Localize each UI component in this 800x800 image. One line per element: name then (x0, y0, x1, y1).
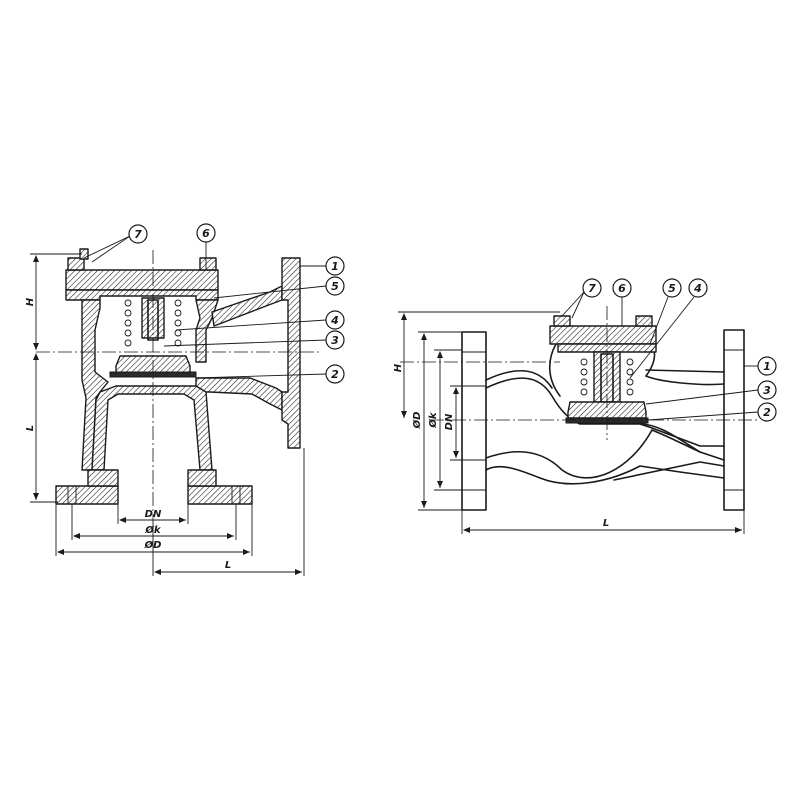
inline-k-label: Øk (427, 411, 439, 429)
inline-body-top-curve (485, 370, 553, 389)
angle-leader-7b (91, 235, 131, 263)
inline-leader-7 (561, 291, 585, 317)
inline-flange-left (461, 331, 487, 511)
angle-leader-3 (163, 339, 327, 347)
inline-bolt-left (553, 315, 571, 327)
inline-callout-2-text: 2 (763, 406, 771, 419)
inline-callout-4 (688, 278, 708, 298)
angle-inlet-body (91, 385, 213, 471)
inline-neck-left (548, 343, 561, 397)
angle-callout-7-text: 7 (134, 228, 142, 241)
angle-bolt-left (67, 257, 85, 271)
angle-outlet-bottom-wall (195, 377, 283, 411)
angle-flange-neck-left (87, 469, 119, 487)
angle-callout-1 (325, 256, 345, 276)
inline-callout-5-text: 5 (668, 282, 676, 295)
angle-bottom-flange-left (55, 485, 119, 505)
angle-bottom-flange-right (187, 485, 253, 505)
inline-callout-3-text: 3 (763, 384, 771, 397)
inline-body-outlet-top (645, 375, 725, 386)
inline-callout-1 (757, 356, 777, 376)
angle-d-label: ØD (144, 539, 162, 551)
inline-leader-2 (647, 411, 759, 421)
angle-leader-2 (195, 373, 327, 379)
inline-body-lower-curve (485, 429, 701, 479)
angle-callout-5 (325, 276, 345, 296)
angle-callout-4-text: 4 (330, 314, 339, 327)
angle-callout-7 (128, 224, 148, 244)
inline-l-label: L (603, 518, 609, 529)
inline-dn-label: DN (444, 413, 455, 430)
angle-side-flange (281, 257, 301, 449)
inline-bolt-right (635, 315, 653, 327)
angle-leader-5 (213, 285, 327, 299)
angle-body-right-wall (195, 299, 219, 363)
angle-l-horiz-label: L (225, 560, 231, 571)
inline-leader-4 (629, 296, 695, 379)
inline-spring (580, 358, 634, 396)
angle-valve-view: H L DN Øk ØD L 7 6 1 (25, 223, 345, 576)
inline-callout-7-text: 7 (588, 282, 596, 295)
angle-body-top-flange (65, 289, 219, 301)
angle-callout-4 (325, 310, 345, 330)
inline-callout-7 (582, 278, 602, 298)
angle-callout-6-text: 6 (202, 227, 210, 240)
angle-bolt-right (199, 257, 217, 271)
angle-leader-7 (83, 235, 131, 259)
angle-callout-6 (196, 223, 216, 243)
angle-callout-5-text: 5 (331, 280, 339, 293)
inline-callout-6-text: 6 (618, 282, 626, 295)
inline-body-outlet-top2 (645, 369, 725, 373)
angle-callout-1-text: 1 (331, 260, 339, 273)
angle-l-vert-label: L (25, 425, 36, 431)
angle-leader-4 (175, 319, 327, 331)
inline-callout-3 (757, 380, 777, 400)
inline-callout-6 (612, 278, 632, 298)
angle-flange-neck-right (187, 469, 217, 487)
angle-bonnet-cover (65, 269, 219, 291)
angle-dn-label: DN (145, 509, 162, 520)
inline-valve-view: H ØD Øk DN L 7 6 5 4 1 (393, 278, 777, 534)
inline-callout-1-text: 1 (763, 360, 771, 373)
inline-h-label: H (393, 363, 404, 372)
angle-callout-2-text: 2 (331, 368, 339, 381)
inline-body-outlet-low (613, 461, 725, 481)
inline-leader-7b (571, 291, 585, 319)
inline-leader-3 (645, 389, 759, 405)
inline-callout-2 (757, 402, 777, 422)
inline-bonnet-cover (549, 325, 657, 345)
angle-callout-2 (325, 364, 345, 384)
inline-body-bottom (485, 465, 725, 485)
angle-callout-3-text: 3 (331, 334, 339, 347)
angle-callout-3 (325, 330, 345, 350)
inline-callout-5 (662, 278, 682, 298)
angle-h-label: H (25, 297, 36, 306)
inline-callout-4-text: 4 (693, 282, 702, 295)
inline-body-outlet-mid (639, 423, 725, 447)
inline-leader-5 (649, 296, 669, 345)
inline-d-label: ØD (411, 412, 423, 430)
